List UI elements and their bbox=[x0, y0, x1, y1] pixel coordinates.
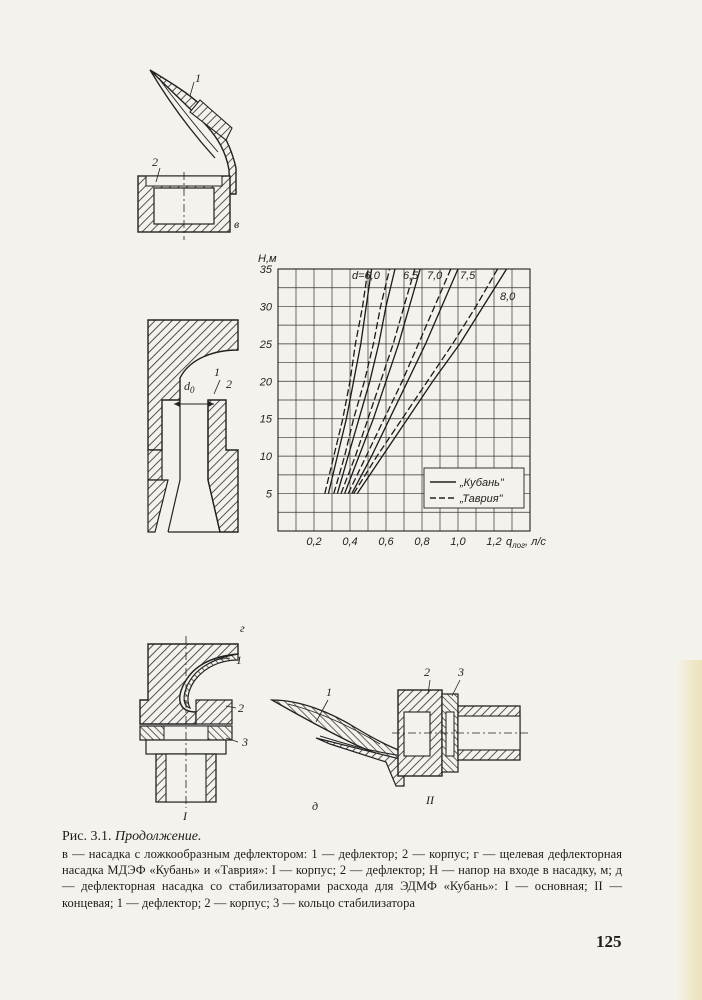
curve-label-7-0: 7,0 bbox=[427, 270, 443, 282]
figure-g-roman: I bbox=[182, 809, 188, 823]
chart-frame bbox=[277, 268, 531, 532]
figure-g-label-3: 3 bbox=[241, 735, 248, 749]
figure-d-drawing: 1 2 3 д II bbox=[269, 665, 528, 813]
x-tick-label: 0,8 bbox=[414, 536, 430, 548]
y-tick-label: 25 bbox=[259, 339, 273, 351]
page-edge-shading bbox=[676, 660, 702, 1000]
figure-g-deflector bbox=[183, 653, 239, 709]
figure-v-label-1: 1 bbox=[195, 71, 201, 85]
curve-label-7-5: 7,5 bbox=[460, 270, 476, 282]
nozzle-d0-label-d-sub: 0 bbox=[190, 385, 195, 395]
x-tick-label: 0,2 bbox=[306, 536, 321, 548]
nozzle-d0-label-2: 2 bbox=[226, 377, 232, 391]
figure-d-label-3: 3 bbox=[457, 665, 464, 679]
chart-h-vs-q: 5 10 15 20 25 30 35 0,2 0,4 0,6 0,8 1,0 1,2 H,м qлог… bbox=[258, 253, 546, 550]
figure-g-label-2: 2 bbox=[238, 701, 244, 715]
figure-g-drawing: г 1 2 3 I bbox=[139, 621, 248, 823]
chart-ticks: 5 10 15 20 25 30 35 0,2 0,4 0,6 0,8 1,0 1,2 bbox=[259, 264, 502, 548]
series-line-kuban bbox=[343, 268, 421, 494]
chart-series bbox=[324, 268, 508, 494]
series-line-tavria bbox=[353, 268, 499, 494]
page-number: 125 bbox=[596, 932, 622, 951]
series-line-kuban bbox=[351, 268, 459, 494]
series-line-tavria bbox=[324, 268, 369, 494]
x-tick-label: 0,4 bbox=[342, 536, 357, 548]
caption-title-italic: Продолжение. bbox=[115, 829, 202, 844]
figure-d-label-2: 2 bbox=[424, 665, 430, 679]
legend-label-tavria: „Таврия" bbox=[459, 493, 504, 505]
chart-x-axis-label: qлог, л/с bbox=[506, 536, 546, 550]
y-tick-label: 35 bbox=[260, 264, 273, 276]
series-line-tavria bbox=[333, 268, 391, 494]
y-tick-label: 20 bbox=[259, 376, 273, 388]
series-line-kuban bbox=[336, 268, 396, 494]
caption-body: в — насадка с ложкообразным дефлектором:… bbox=[62, 847, 622, 910]
y-tick-label: 15 bbox=[260, 414, 273, 426]
chart-x-axis-label-main: q bbox=[506, 536, 513, 548]
curve-label-6-0: d=6,0 bbox=[352, 270, 381, 282]
legend-label-kuban: „Кубань" bbox=[459, 477, 505, 489]
chart-y-axis-label: H,м bbox=[258, 253, 277, 265]
curve-label-6-5: 6,5 bbox=[403, 270, 419, 282]
nozzle-d0-label-d-main: d bbox=[184, 379, 191, 393]
series-line-kuban bbox=[356, 268, 508, 494]
x-tick-label: 1,0 bbox=[450, 536, 466, 548]
chart-x-axis-label-unit: , л/с bbox=[525, 536, 546, 548]
x-tick-label: 0,6 bbox=[378, 536, 394, 548]
figure-d-roman: II bbox=[425, 793, 435, 807]
x-tick-label: 1,2 bbox=[486, 536, 501, 548]
caption-title: Рис. 3.1. Продолжение. bbox=[62, 828, 622, 846]
figure-d-letter: д bbox=[312, 799, 318, 813]
chart-legend: „Кубань" „Таврия" bbox=[423, 467, 525, 509]
curve-label-8-0: 8,0 bbox=[500, 291, 516, 303]
y-tick-label: 30 bbox=[260, 301, 273, 313]
figure-d-label-1: 1 bbox=[326, 685, 332, 699]
series-line-kuban bbox=[327, 268, 373, 494]
figure-v-letter: в bbox=[234, 217, 239, 231]
nozzle-d0-label-1: 1 bbox=[214, 365, 220, 379]
series-line-tavria bbox=[340, 268, 416, 494]
figure-v-label-2: 2 bbox=[152, 155, 158, 169]
nozzle-d0-label-d: d0 bbox=[184, 379, 195, 395]
nozzle-d0-body bbox=[147, 319, 239, 451]
caption-title-prefix: Рис. 3.1. bbox=[62, 829, 115, 844]
figure-nozzle-d0-drawing: d0 1 2 bbox=[147, 319, 239, 533]
figure-g-letter: г bbox=[240, 621, 245, 635]
series-line-tavria bbox=[347, 268, 452, 494]
figure-g-label-1: 1 bbox=[236, 653, 242, 667]
chart-x-axis-label-sub: лог bbox=[511, 541, 525, 550]
figure-v-drawing: 1 2 в bbox=[137, 69, 239, 240]
y-tick-label: 10 bbox=[260, 451, 273, 463]
y-tick-label: 5 bbox=[266, 489, 273, 501]
